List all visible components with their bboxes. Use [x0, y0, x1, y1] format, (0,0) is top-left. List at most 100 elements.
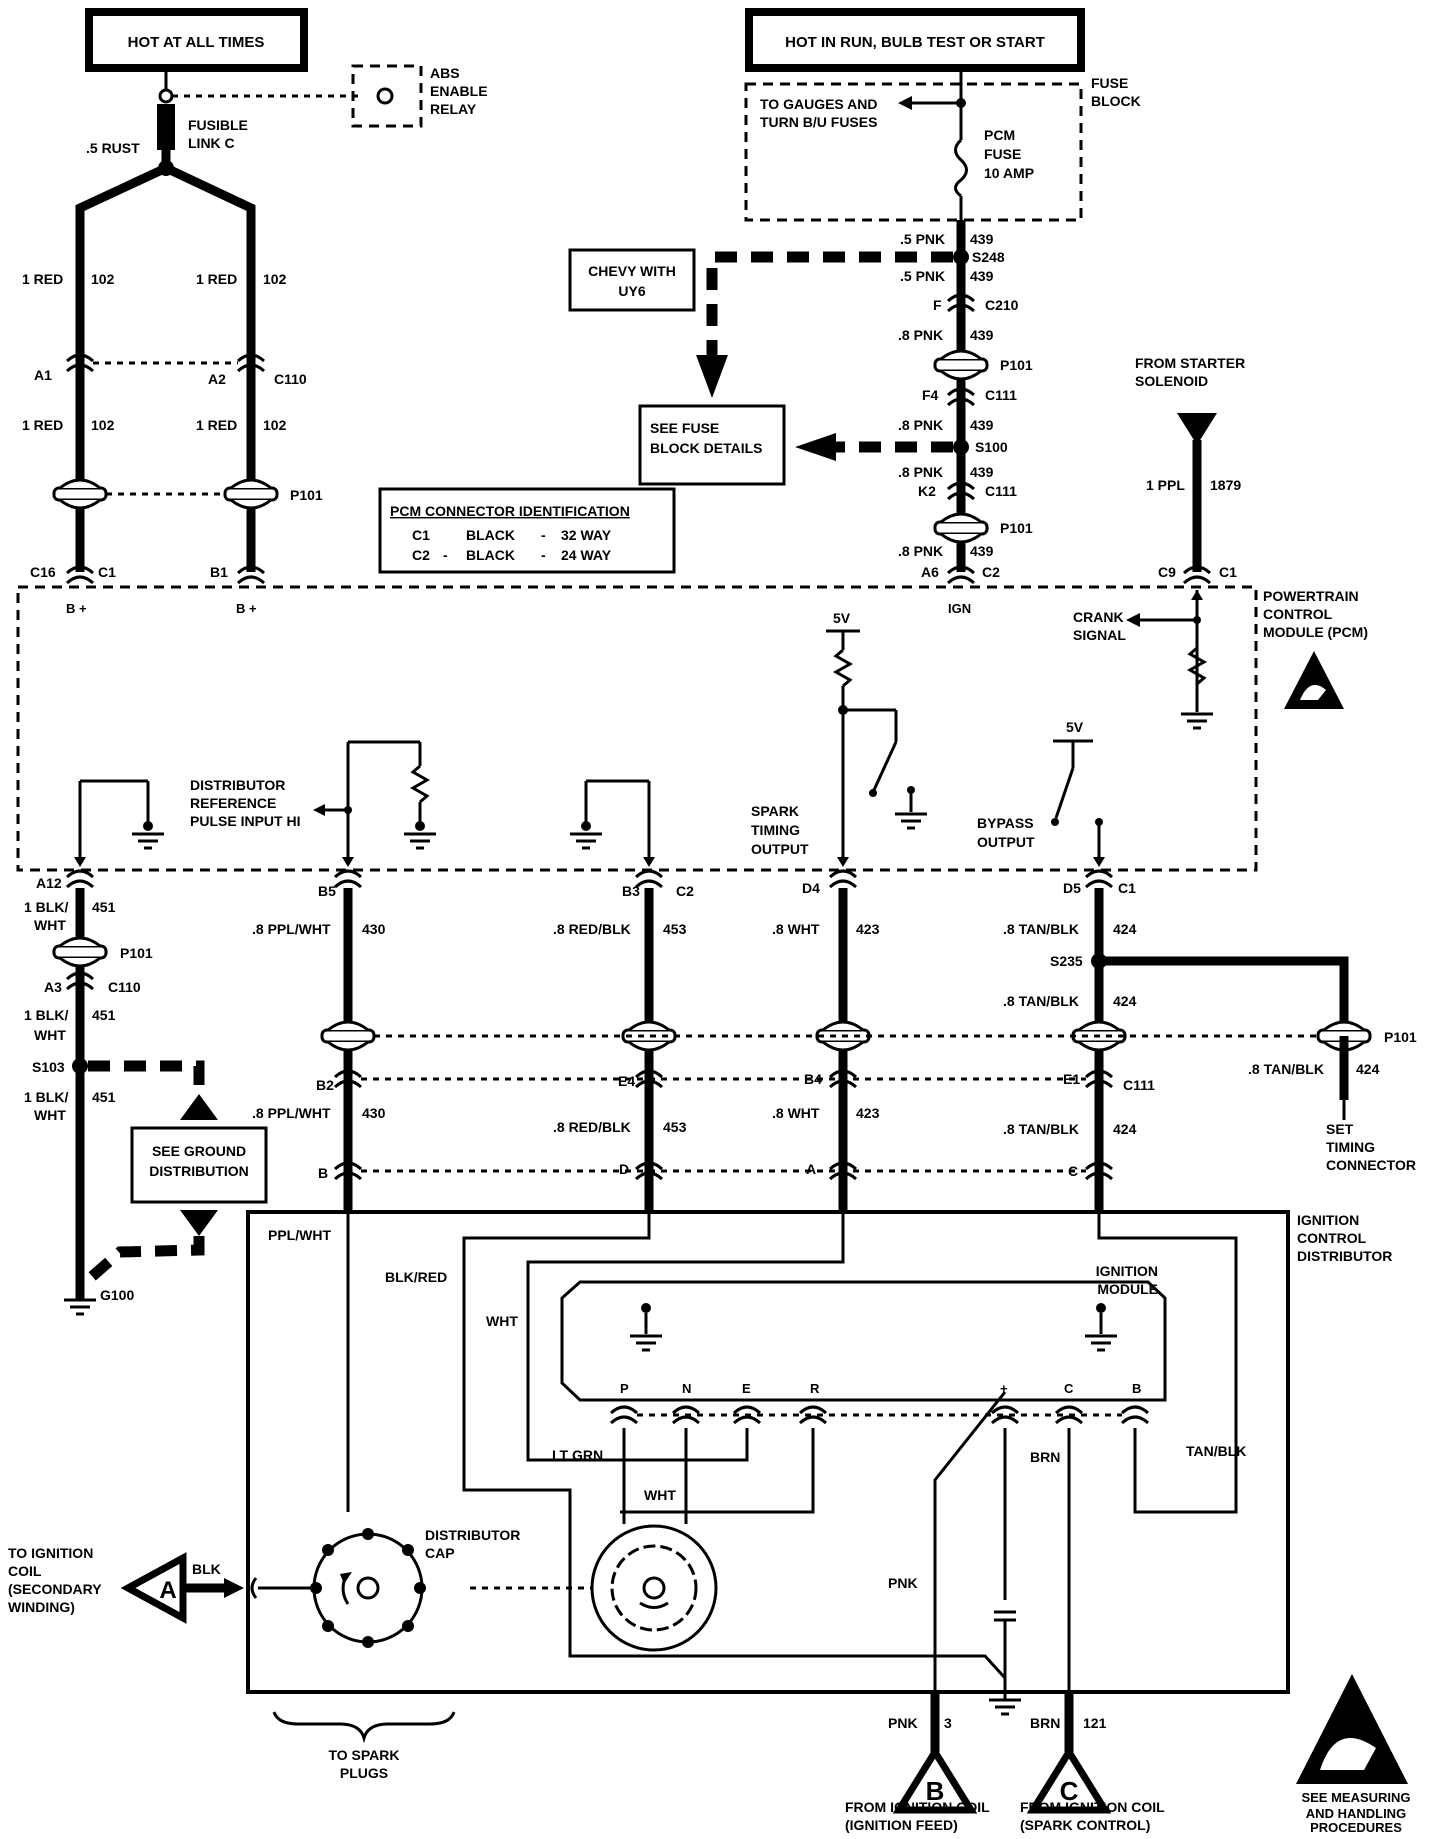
svg-text:P: P [620, 1381, 629, 1396]
svg-text:F4: F4 [922, 387, 939, 403]
svg-text:TAN/BLK: TAN/BLK [1186, 1443, 1246, 1459]
set-timing-connector-label: SET [1326, 1121, 1354, 1137]
svg-text:1 RED: 1 RED [196, 271, 237, 287]
internal-tan-blk [1097, 1212, 1238, 1514]
svg-text:FUSE: FUSE [1091, 75, 1128, 91]
hot-at-all-times-header: HOT AT ALL TIMES [85, 8, 308, 72]
svg-text:(SECONDARY: (SECONDARY [8, 1581, 102, 1597]
fuse-block-details-box: SEE FUSE BLOCK DETAILS [638, 404, 786, 486]
svg-text:S235: S235 [1050, 953, 1083, 969]
internal-blk-red [462, 1212, 1007, 1680]
five-volt-b: 5V [1066, 719, 1084, 735]
svg-text:.8 PNK: .8 PNK [898, 464, 943, 480]
svg-text:-: - [443, 547, 448, 563]
svg-text:D4: D4 [802, 880, 820, 896]
svg-text:439: 439 [970, 417, 994, 433]
svg-text:WHT: WHT [34, 917, 66, 933]
spark-plugs-brace [272, 1711, 456, 1744]
svg-text:102: 102 [91, 417, 115, 433]
svg-text:.8 PPL/WHT: .8 PPL/WHT [252, 1105, 331, 1121]
crank-pulldown-resistor [1186, 646, 1208, 686]
svg-text:451: 451 [92, 1007, 116, 1023]
internal-pnk [933, 1391, 1007, 1754]
svg-text:FROM STARTER: FROM STARTER [1135, 355, 1245, 371]
pin-a2: A2 [208, 371, 226, 387]
svg-text:(IGNITION FEED): (IGNITION FEED) [845, 1817, 958, 1833]
svg-text:B: B [318, 1165, 328, 1181]
svg-text:P101: P101 [1384, 1029, 1417, 1045]
pcm-boundary [16, 585, 1258, 872]
svg-text:D: D [619, 1161, 629, 1177]
svg-text:.8 RED/BLK: .8 RED/BLK [553, 1119, 631, 1135]
svg-text:E4: E4 [618, 1073, 635, 1089]
svg-text:A6: A6 [921, 564, 939, 580]
svg-text:24 WAY: 24 WAY [561, 547, 612, 563]
svg-text:.8 WHT: .8 WHT [772, 921, 820, 937]
svg-text:.8 TAN/BLK: .8 TAN/BLK [1003, 921, 1079, 937]
svg-text:REFERENCE: REFERENCE [190, 795, 276, 811]
svg-text:TIMING: TIMING [1326, 1139, 1375, 1155]
svg-text:BRN: BRN [1030, 1449, 1060, 1465]
svg-text:.8 WHT: .8 WHT [772, 1105, 820, 1121]
dist-ref-resistor [409, 764, 431, 804]
svg-text:424: 424 [1113, 921, 1137, 937]
svg-text:430: 430 [362, 1105, 386, 1121]
svg-text:A3: A3 [44, 979, 62, 995]
svg-text:SIGNAL: SIGNAL [1073, 627, 1126, 643]
svg-text:C111: C111 [1123, 1077, 1155, 1093]
svg-text:424: 424 [1113, 993, 1137, 1009]
svg-text:BLK: BLK [192, 1561, 221, 1577]
svg-text:DISTRIBUTOR: DISTRIBUTOR [1297, 1248, 1392, 1264]
svg-text:CONTROL: CONTROL [1297, 1230, 1367, 1246]
pickup-coil-reluctor [590, 1524, 718, 1652]
svg-text:DISTRIBUTION: DISTRIBUTION [149, 1163, 249, 1179]
svg-text:WHT: WHT [486, 1313, 518, 1329]
svg-text:AND HANDLING: AND HANDLING [1306, 1806, 1406, 1821]
svg-text:CONNECTOR: CONNECTOR [1326, 1157, 1416, 1173]
svg-text:1 RED: 1 RED [196, 417, 237, 433]
svg-text:PCM CONNECTOR IDENTIFICATION: PCM CONNECTOR IDENTIFICATION [390, 503, 630, 519]
svg-text:WHT: WHT [34, 1027, 66, 1043]
svg-text:PULSE INPUT HI: PULSE INPUT HI [190, 813, 300, 829]
coil-control-label: FROM IGNITION COIL [1020, 1799, 1165, 1815]
svg-text:TO GAUGES AND: TO GAUGES AND [760, 96, 877, 112]
svg-text:OUTPUT: OUTPUT [751, 841, 809, 857]
svg-text:451: 451 [92, 1089, 116, 1105]
svg-text:A: A [806, 1161, 816, 1177]
arrow-to-fuse-details [696, 355, 728, 398]
fuse-block: FUSE BLOCK TO GAUGES AND TURN B/U FUSES … [744, 75, 1141, 222]
svg-text:RELAY: RELAY [430, 101, 477, 117]
svg-text:BLOCK DETAILS: BLOCK DETAILS [650, 440, 763, 456]
svg-text:B5: B5 [318, 883, 336, 899]
svg-text:N: N [682, 1381, 691, 1396]
svg-text:WHT: WHT [34, 1107, 66, 1123]
ground-g100-label: G100 [100, 1287, 134, 1303]
spark-timing-pullup-resistor [832, 648, 854, 688]
svg-text:1879: 1879 [1210, 477, 1241, 493]
svg-text:102: 102 [91, 271, 115, 287]
svg-text:453: 453 [663, 921, 687, 937]
ignition-control-distributor [246, 1210, 1290, 1694]
svg-text:IGNITION: IGNITION [1096, 1263, 1158, 1279]
svg-text:C111: C111 [985, 483, 1017, 499]
ignition-module [560, 1280, 1167, 1402]
b-plus-b: B + [236, 601, 257, 616]
connector-p101-top: P101 [290, 487, 323, 503]
distributor-cap [310, 1528, 426, 1648]
svg-text:S248: S248 [972, 249, 1005, 265]
pin-c16: C16 [30, 564, 56, 580]
svg-text:430: 430 [362, 921, 386, 937]
splice-s248 [953, 249, 969, 265]
five-volt-a: 5V [833, 610, 851, 626]
svg-text:.8 TAN/BLK: .8 TAN/BLK [1003, 993, 1079, 1009]
coil-control-connector: C [1026, 1745, 1112, 1814]
svg-text:102: 102 [263, 271, 287, 287]
svg-text:BRN: BRN [1030, 1715, 1060, 1731]
bypass-output-label: BYPASS [977, 815, 1034, 831]
svg-text:.8 RED/BLK: .8 RED/BLK [553, 921, 631, 937]
svg-text:-: - [541, 527, 546, 543]
svg-text:C210: C210 [985, 297, 1019, 313]
svg-text:B2: B2 [316, 1077, 334, 1093]
svg-text:C110: C110 [108, 979, 141, 995]
